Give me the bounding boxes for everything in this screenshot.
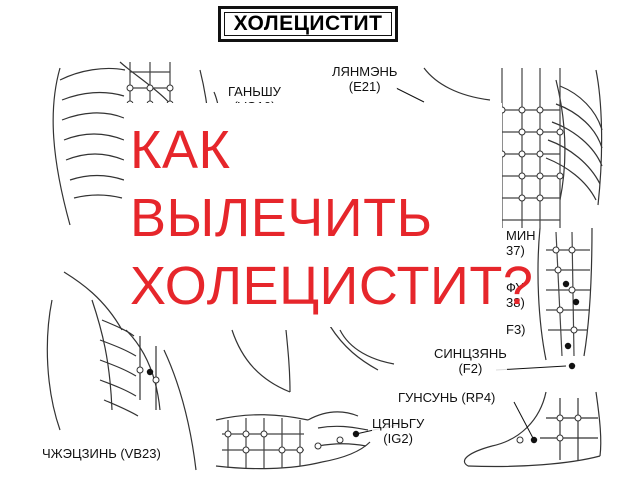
chest-grid <box>501 68 561 228</box>
label-liangmen: ЛЯНМЭНЬ (E21) <box>332 64 398 94</box>
hand-grid <box>222 418 304 468</box>
label-liangmen-code: (E21) <box>348 79 381 94</box>
page-title: ХОЛЕЦИСТИТ <box>218 6 398 42</box>
label-liangmen-name: ЛЯНМЭНЬ <box>332 64 398 79</box>
label-ming-name: МИН <box>506 228 536 243</box>
headline-line-3: ХОЛЕЦИСТИТ? <box>130 256 534 316</box>
label-fu-code: 38) <box>506 295 525 310</box>
headline-line-2: ВЫЛЕЧИТЬ <box>130 188 433 248</box>
label-f3-code: F3) <box>506 322 526 337</box>
label-xingjian: СИНЦЗЯНЬ (F2) <box>434 346 507 376</box>
hand-figure <box>215 411 371 470</box>
label-ganshu-name: ГАНЬШУ <box>228 84 281 99</box>
label-xingjian-code: (F2) <box>458 361 483 376</box>
abdomen-figure <box>231 325 395 393</box>
headline-overlay: КАК ВЫЛЕЧИТЬ ХОЛЕЦИСТИТ? <box>124 103 533 327</box>
label-fu: ФУ 38) <box>506 280 525 310</box>
headline-line-1: КАК <box>130 120 231 180</box>
label-ming-code: 37) <box>506 243 525 258</box>
label-qiangu: ЦЯНЬГУ (IG2) <box>372 416 425 446</box>
chest-figure <box>423 67 603 206</box>
foot-figure <box>463 391 602 468</box>
label-f3: F3) <box>506 322 526 337</box>
label-fu-name: ФУ <box>506 280 524 295</box>
label-zhejin-name: ЧЖЭЦЗИНЬ (VB23) <box>42 446 161 461</box>
label-zhejin: ЧЖЭЦЗИНЬ (VB23) <box>42 446 161 461</box>
label-ming: МИН 37) <box>506 228 536 258</box>
label-gongsun: ГУНСУНЬ (RP4) <box>398 390 496 405</box>
label-qiangu-name: ЦЯНЬГУ <box>372 416 425 431</box>
label-xingjian-name: СИНЦЗЯНЬ <box>434 346 507 361</box>
label-gongsun-name: ГУНСУНЬ (RP4) <box>398 390 496 405</box>
label-qiangu-code: (IG2) <box>383 431 413 446</box>
leg-figure <box>537 227 593 361</box>
